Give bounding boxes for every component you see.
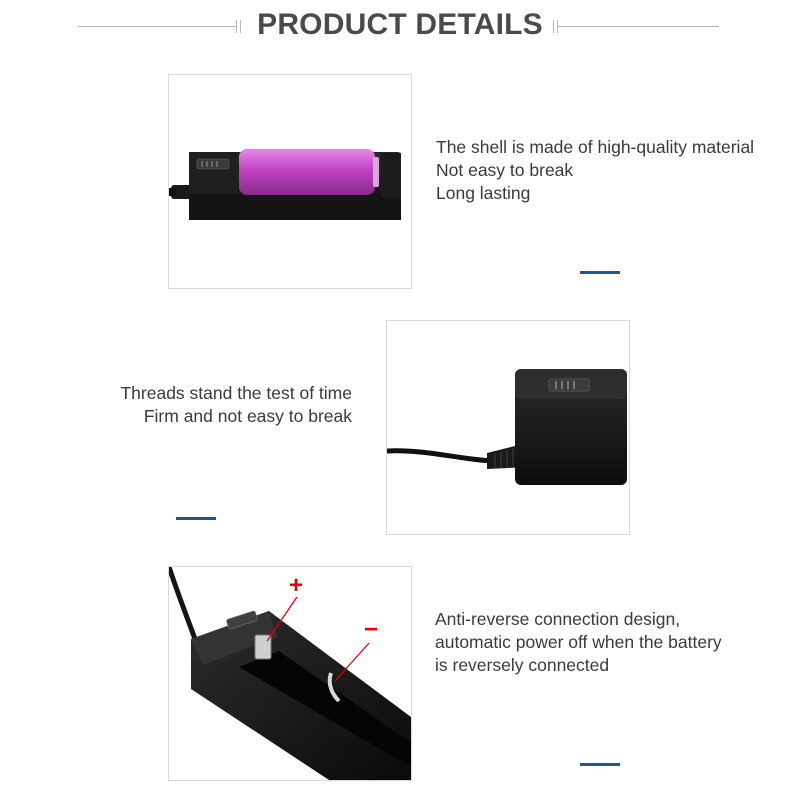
polarity-positive-label: + xyxy=(289,572,304,599)
header-rule-right xyxy=(557,26,719,27)
header-tick-right xyxy=(553,20,554,33)
header-tick-left xyxy=(240,20,241,33)
feature-line: Long lasting xyxy=(436,183,531,203)
product-image-cable-end xyxy=(386,320,630,535)
product-image-polarity xyxy=(168,566,412,781)
feature-line: automatic power off when the battery xyxy=(435,632,722,652)
accent-bar xyxy=(176,517,216,520)
feature-line: Not easy to break xyxy=(436,160,574,180)
accent-bar xyxy=(580,763,620,766)
feature-line: The shell is made of high-quality materi… xyxy=(436,137,755,157)
polarity-illustration xyxy=(169,567,411,780)
page-title: PRODUCT DETAILS xyxy=(257,8,543,41)
header-tick-left-inner xyxy=(236,20,237,33)
feature-line: Anti-reverse connection design, xyxy=(435,609,681,629)
feature-text-shell: The shell is made of high-quality materi… xyxy=(436,136,754,205)
header-rule-left xyxy=(78,26,236,27)
product-image-charger-battery xyxy=(168,74,412,289)
cable-end-illustration xyxy=(387,369,627,485)
feature-line: Firm and not easy to break xyxy=(143,406,352,426)
feature-line: is reversely connected xyxy=(435,655,610,675)
polarity-negative-label: − xyxy=(364,616,379,643)
accent-bar xyxy=(580,271,620,274)
feature-text-threads: Threads stand the test of time Firm and … xyxy=(60,382,352,428)
feature-line: Threads stand the test of time xyxy=(120,383,352,403)
feature-text-anti-reverse: Anti-reverse connection design, automati… xyxy=(435,608,722,677)
charger-battery-illustration xyxy=(169,149,401,220)
